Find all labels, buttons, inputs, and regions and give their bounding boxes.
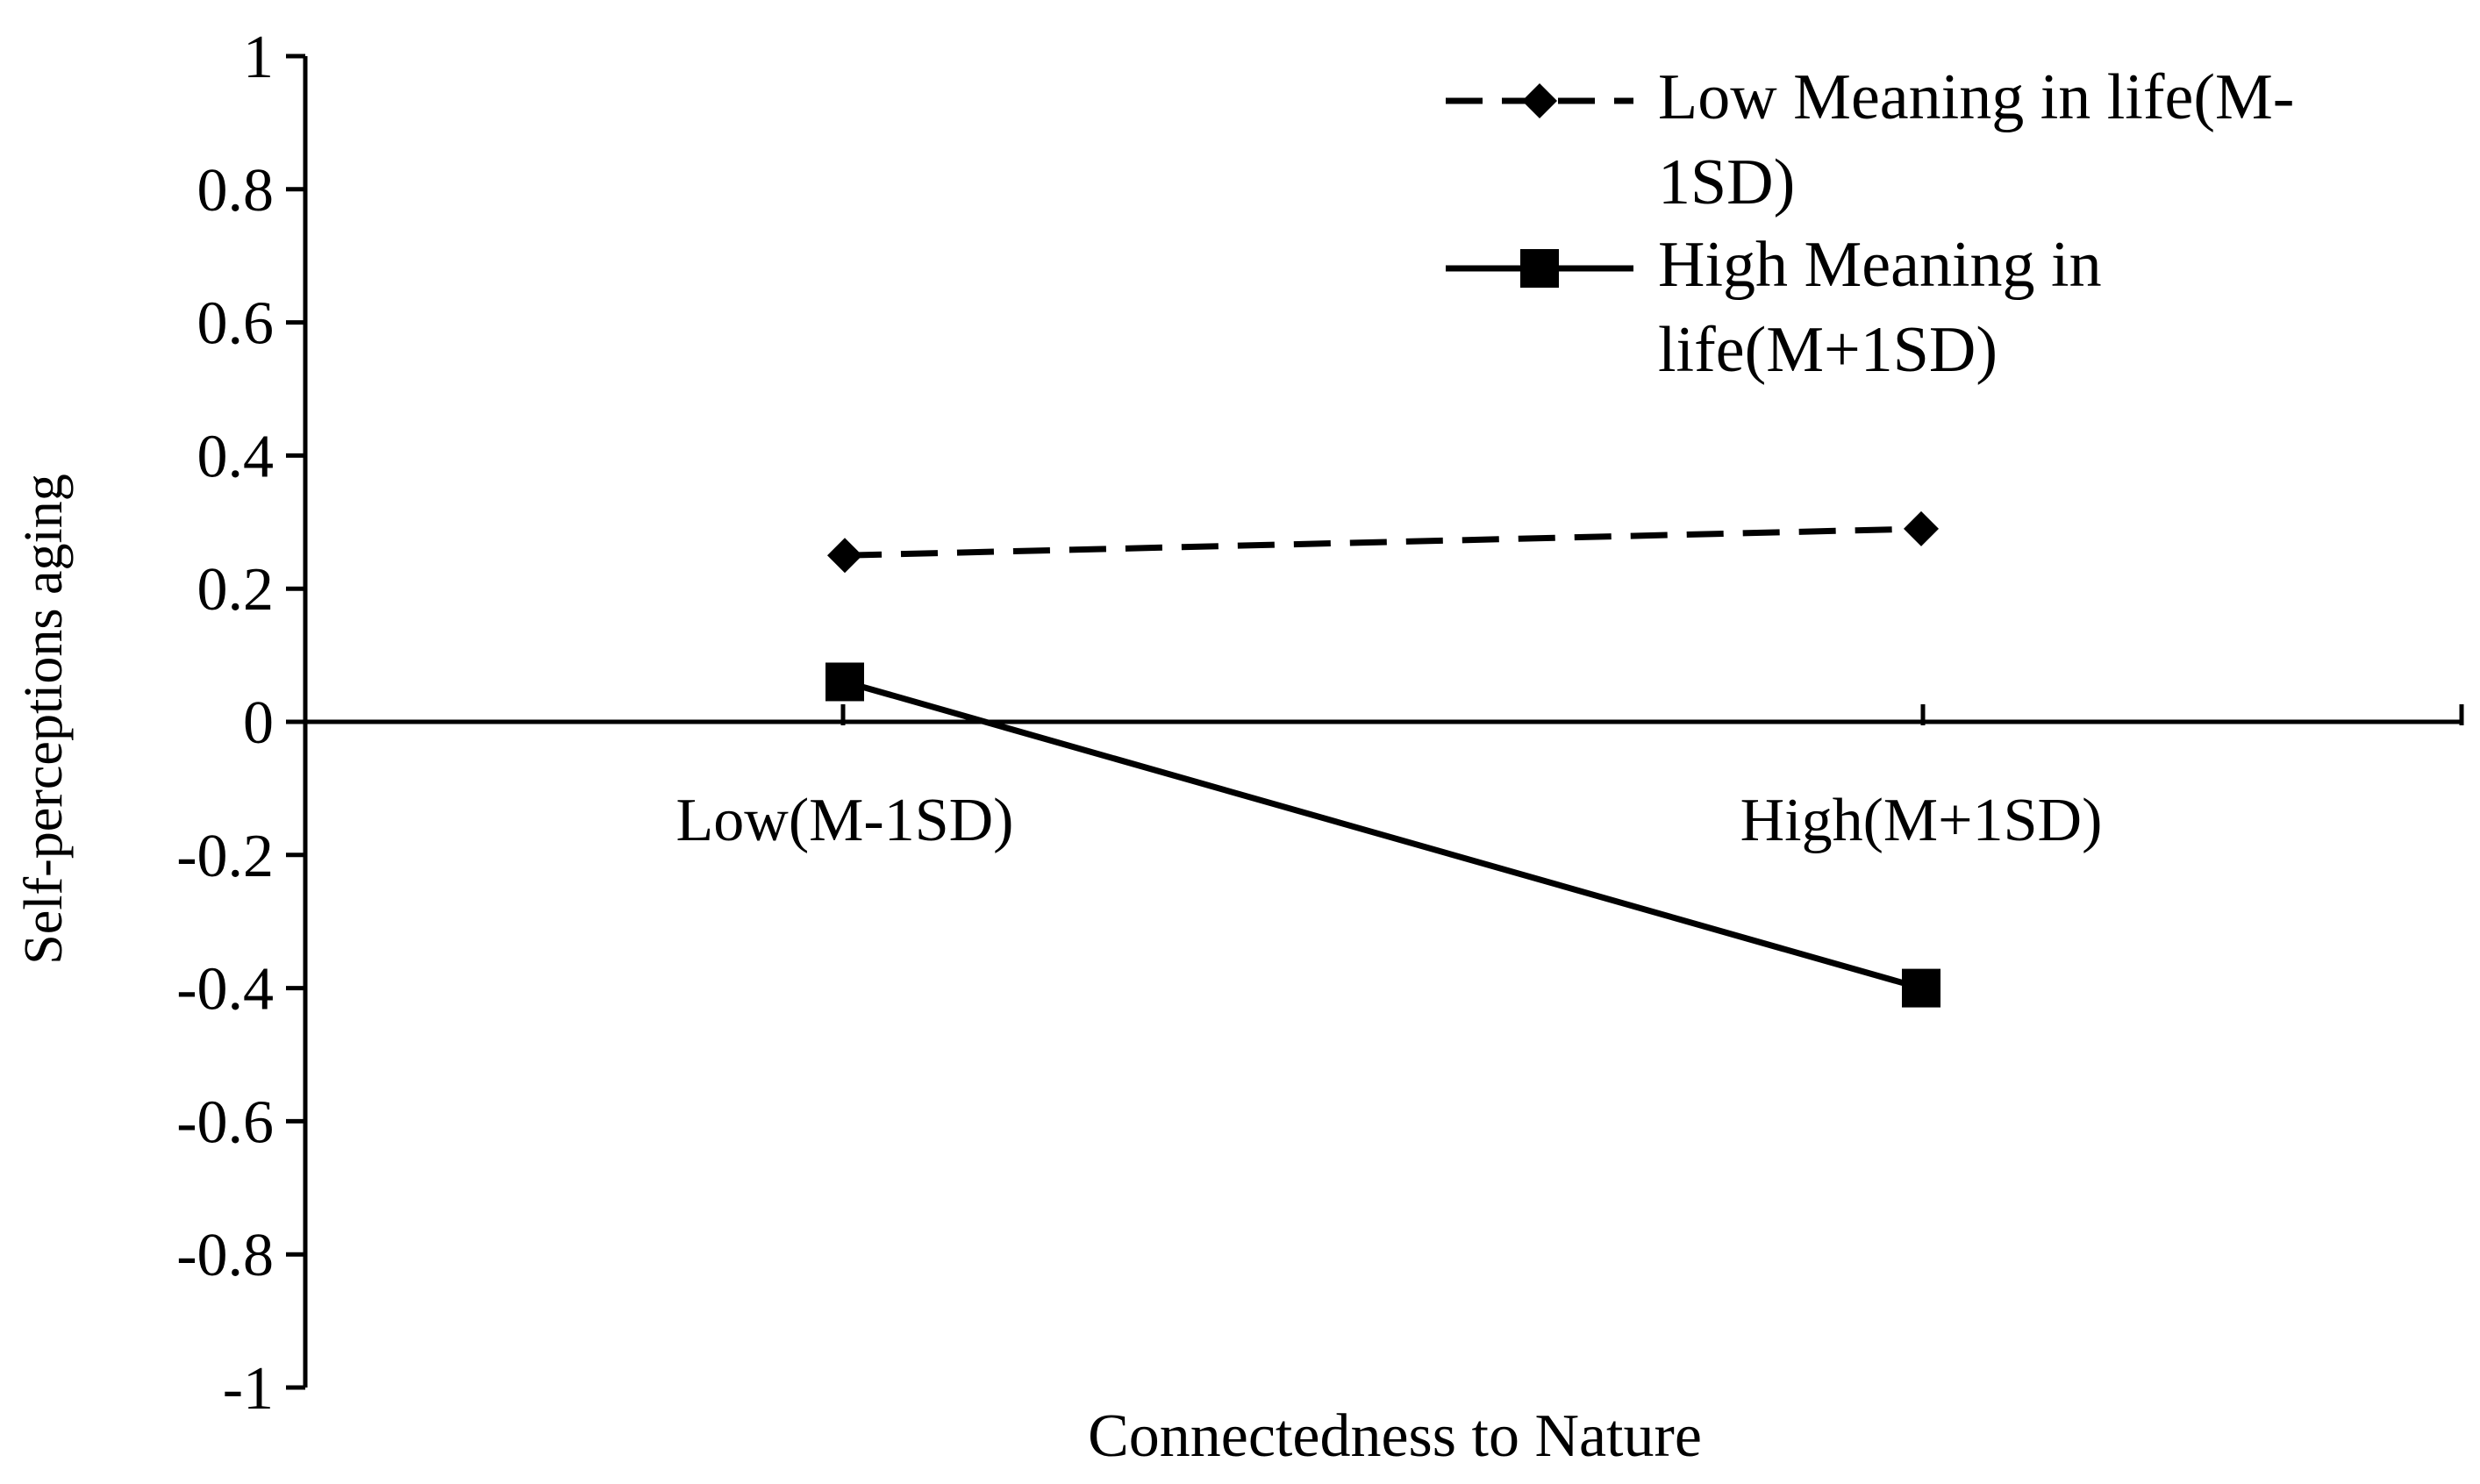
series-line-1 — [844, 525, 1922, 559]
legend-label-2: High Meaning in — [1658, 229, 2102, 301]
y-tick-label: 0 — [243, 689, 274, 757]
axes: 1 0.8 0.6 0.4 0.2 0 -0.2 -0.4 -0.6 -0.8 -1 Low(M-1S… — [176, 24, 2464, 1423]
series-layer — [825, 510, 1940, 1008]
x-tick-label: Low(M-1SD) — [676, 787, 1014, 854]
x-tick-label: High(M+1SD) — [1740, 787, 2103, 854]
data-point-s1-1 — [827, 538, 862, 574]
series-line-2 — [844, 679, 1922, 991]
y-tick-label: -0.6 — [176, 1088, 274, 1156]
legend-label-2: life(M+1SD) — [1658, 314, 1998, 386]
y-tick-label: 0.6 — [197, 290, 275, 358]
y-tick-label: -0.4 — [176, 956, 274, 1024]
data-point-s2-2 — [1902, 968, 1940, 1008]
legend-marker-2 — [1520, 249, 1559, 288]
x-axis-title: Connectedness to Nature — [1088, 1402, 1702, 1470]
data-point-s1-2 — [1904, 510, 1939, 546]
legend-label-1: Low Meaning in life(M- — [1658, 61, 2294, 133]
y-tick-label: -0.8 — [176, 1222, 274, 1289]
y-tick-label: -1 — [223, 1355, 274, 1423]
y-axis-title: Self-perceptions aging — [14, 474, 74, 965]
y-tick-label: 1 — [243, 24, 274, 91]
legend-marker-1 — [1522, 83, 1557, 118]
legend: Low Meaning in life(M- 1SD) High Meaning i… — [1446, 61, 2294, 386]
legend-label-1: 1SD) — [1658, 146, 1795, 218]
y-tick-label: -0.2 — [176, 823, 274, 890]
y-tick-label: 0.2 — [197, 556, 275, 624]
y-tick-label: 0.4 — [197, 423, 275, 490]
data-point-s2-1 — [825, 662, 864, 702]
y-tick-label: 0.8 — [197, 157, 275, 225]
